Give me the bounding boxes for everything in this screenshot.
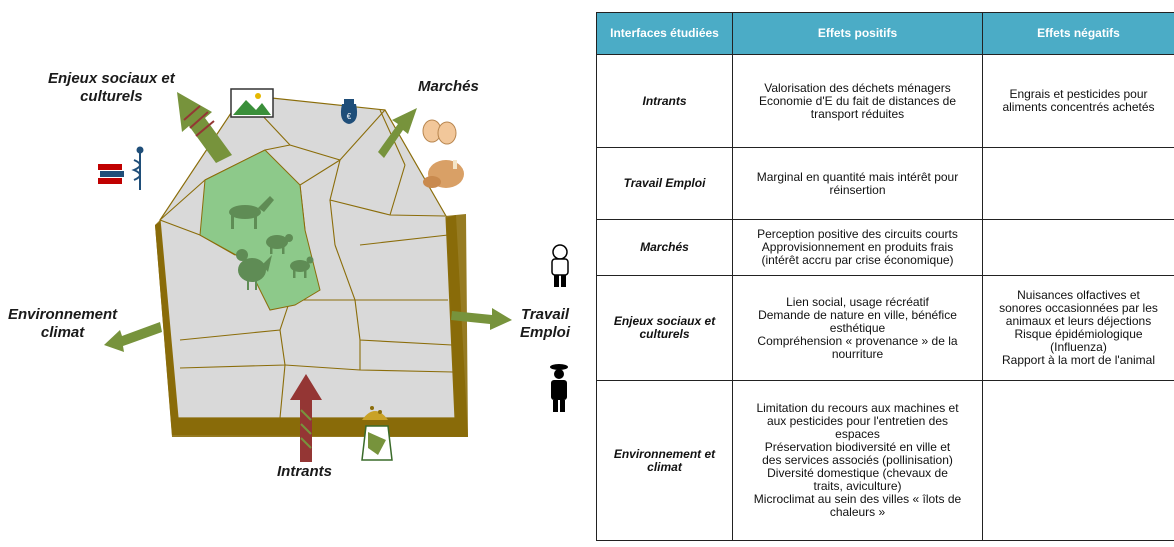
- header-negative-effects: Effets négatifs: [983, 13, 1174, 55]
- header-positive-effects: Effets positifs: [733, 13, 983, 55]
- table-row: Intrants Valorisation des déchets ménage…: [597, 55, 1174, 148]
- row-interface: Marchés: [597, 220, 733, 276]
- row-interface: Environnement et climat: [597, 381, 733, 541]
- row-negative: [983, 220, 1174, 276]
- effects-table: Interfaces étudiées Effets positifs Effe…: [596, 12, 1174, 541]
- row-positive: Valorisation des déchets ménagers Econom…: [733, 55, 983, 148]
- label-marches: Marchés: [418, 78, 479, 96]
- header-interfaces: Interfaces étudiées: [597, 13, 733, 55]
- table-header-row: Interfaces étudiées Effets positifs Effe…: [597, 13, 1174, 55]
- table-row: Enjeux sociaux et culturels Lien social,…: [597, 276, 1174, 381]
- row-positive: Marginal en quantité mais intérêt pour r…: [733, 148, 983, 220]
- feed-bag-icon: [362, 426, 392, 460]
- row-positive: Perception positive des circuits courts …: [733, 220, 983, 276]
- row-negative: [983, 148, 1174, 220]
- label-enjeux-sociaux: Enjeux sociaux et culturels: [48, 70, 175, 106]
- diagram: €: [0, 0, 590, 542]
- svg-text:€: €: [347, 112, 352, 121]
- money-bag-icon: €: [341, 99, 357, 124]
- table-row: Marchés Perception positive des circuits…: [597, 220, 1174, 276]
- row-positive: Lien social, usage récréatif Demande de …: [733, 276, 983, 381]
- table-row: Travail Emploi Marginal en quantité mais…: [597, 148, 1174, 220]
- landscape-icon: [231, 89, 273, 117]
- row-interface: Travail Emploi: [597, 148, 733, 220]
- caduceus-icon: [134, 148, 143, 191]
- roast-chicken-icon: [423, 160, 464, 188]
- row-negative: [983, 381, 1174, 541]
- eggs-icon: [423, 120, 456, 144]
- row-interface: Intrants: [597, 55, 733, 148]
- label-travail-emploi: Travail Emploi: [520, 306, 570, 342]
- label-intrants: Intrants: [277, 463, 332, 481]
- row-negative: Nuisances olfactives et sonores occasion…: [983, 276, 1174, 381]
- label-environnement: Environnement climat: [8, 306, 117, 342]
- table-row: Environnement et climat Limitation du re…: [597, 381, 1174, 541]
- row-negative: Engrais et pesticides pour aliments conc…: [983, 55, 1174, 148]
- row-interface: Enjeux sociaux et culturels: [597, 276, 733, 381]
- books-icon: [98, 164, 124, 184]
- cook-icon: [552, 245, 568, 287]
- farmer-icon: [550, 364, 568, 412]
- row-positive: Limitation du recours aux machines et au…: [733, 381, 983, 541]
